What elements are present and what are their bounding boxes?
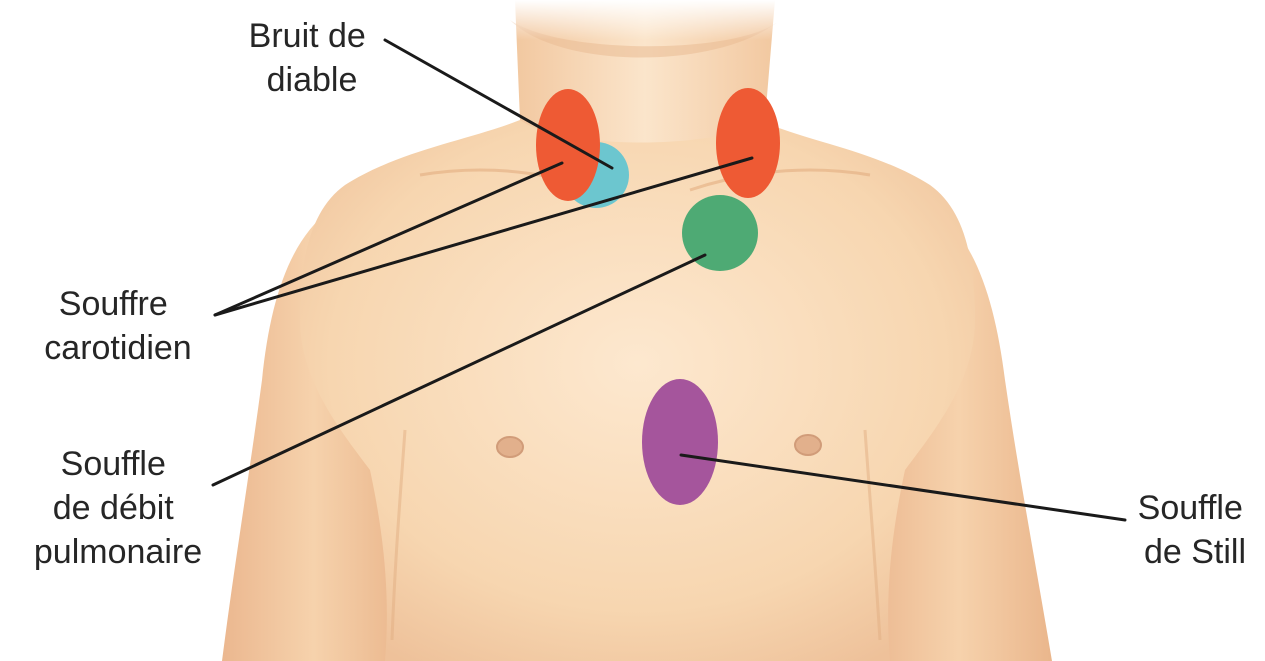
label-souffle-de-still: Souffle de Still xyxy=(1138,489,1253,571)
left-nipple xyxy=(497,437,523,457)
label-souffle-debit-pulmonaire: Souffle de débit pulmonaire xyxy=(34,445,202,571)
label-line: Bruit de xyxy=(249,17,366,55)
label-line: Souffre xyxy=(59,285,168,323)
carotid-zone-right xyxy=(716,88,780,198)
label-line: de Still xyxy=(1144,533,1246,571)
label-bruit-de-diable: Bruit de diable xyxy=(249,17,376,99)
right-nipple xyxy=(795,435,821,455)
label-line: pulmonaire xyxy=(34,533,202,571)
carotid-zone-left xyxy=(536,89,600,201)
child-torso-illustration xyxy=(222,0,1052,661)
torso xyxy=(300,120,975,661)
label-souffle-carotidien: Souffre carotidien xyxy=(44,285,191,367)
label-line: Souffle xyxy=(61,445,166,483)
label-line: carotidien xyxy=(44,329,191,367)
label-line: Souffle xyxy=(1138,489,1243,527)
still-murmur-zone xyxy=(642,379,718,505)
label-line: de débit xyxy=(53,489,175,527)
label-line: diable xyxy=(267,61,358,99)
